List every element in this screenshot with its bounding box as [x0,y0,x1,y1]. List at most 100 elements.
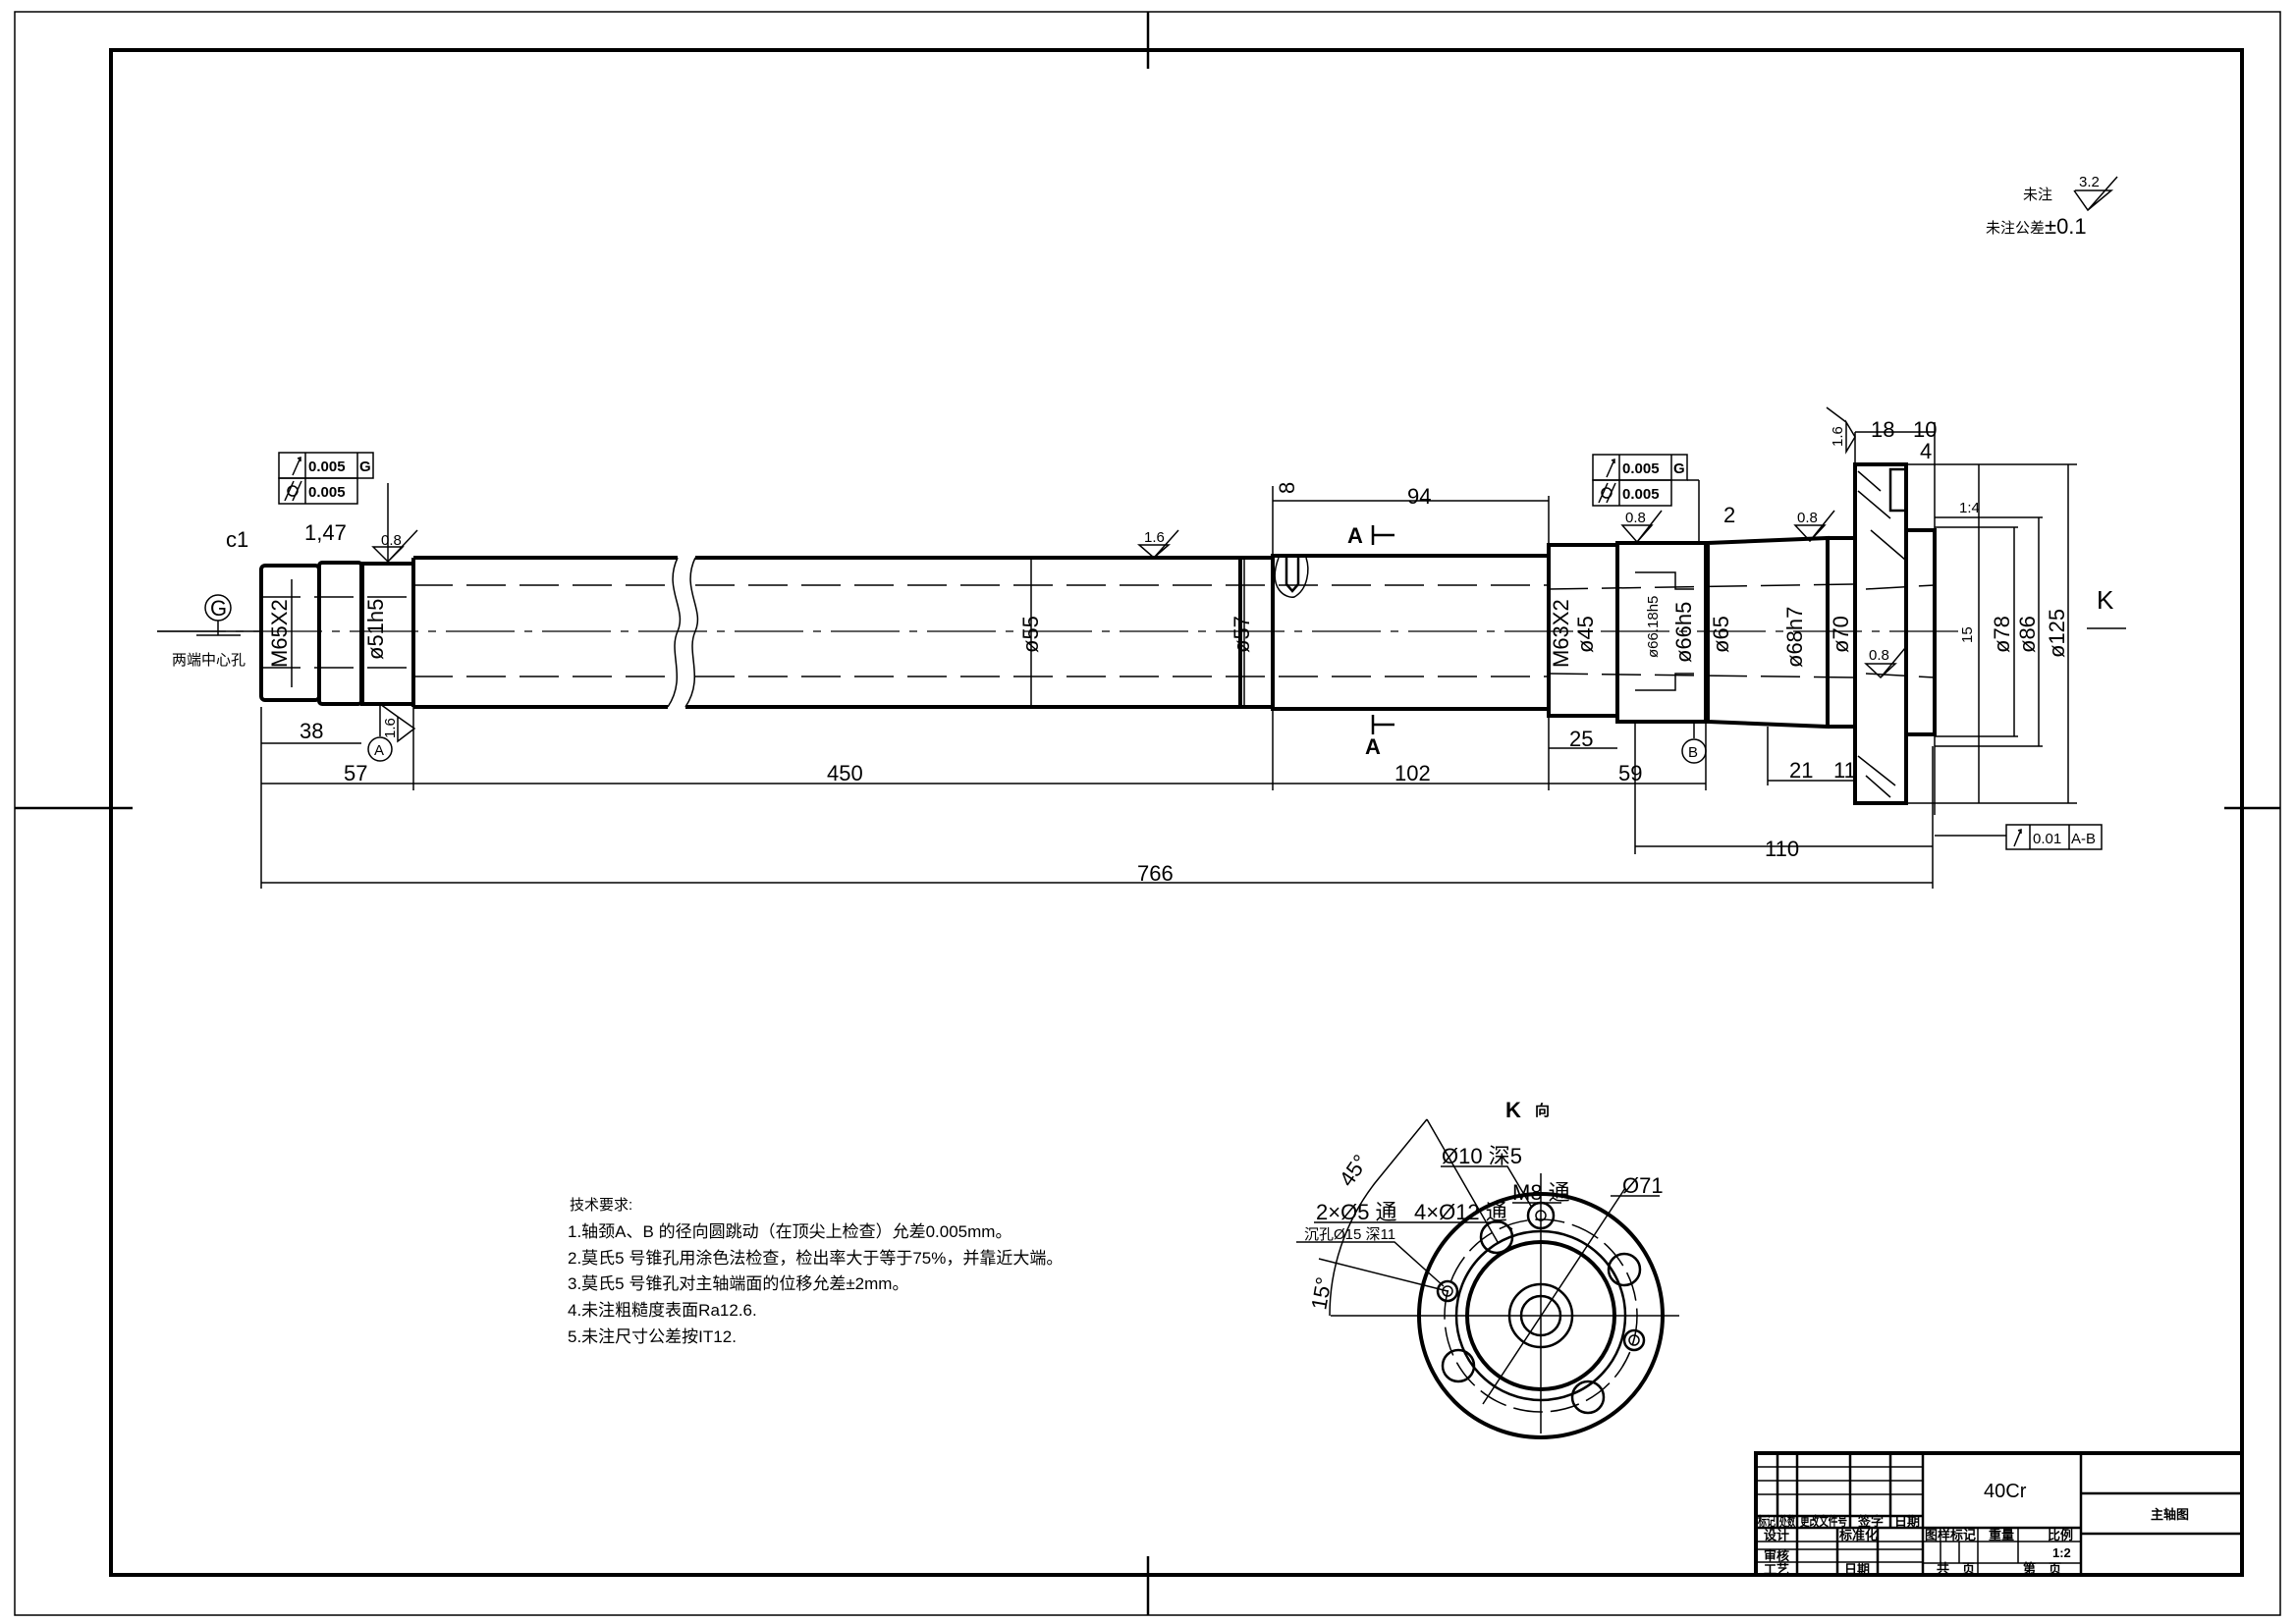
dim-d57: ø57 [1230,616,1254,653]
k-view-holes-5: 2×Ø5 通 [1316,1200,1397,1224]
section-label-top: A [1347,523,1363,548]
roughness-value: 0.8 [1869,647,1889,664]
dim-d78: ø78 [1990,616,2014,653]
tolerance-note-label: 未注公差 [1986,220,2045,237]
k-view-hole-10: Ø10 深5 [1442,1144,1522,1168]
tech-req-item: 4.未注粗糙度表面Ra12.6. [568,1301,757,1320]
dim-102: 102 [1394,761,1431,785]
tech-req-item: 2.莫氏5 号锥孔用涂色法检查，检出率大于等于75%，并靠近大端。 [568,1249,1063,1268]
runout-icon [1606,458,1615,478]
view-k-arrow-label: K [2097,585,2114,615]
scale-value: 1:2 [2052,1545,2071,1560]
label-total: 共 页 [1937,1561,1975,1576]
datum-markers: G 两端中心孔 A B [172,594,1707,764]
center-hole-note: 两端中心孔 [172,652,246,669]
tech-req-item: 5.未注尺寸公差按IT12. [568,1327,737,1346]
shaft-main-view [157,462,1964,805]
dim-110: 110 [1765,837,1799,861]
dim-21: 21 [1789,758,1813,783]
dim-15: 15 [1959,626,1976,643]
gdt-cylindricity-value: 0.005 [308,484,346,501]
centering-marks [15,12,2280,1615]
dimension-labels: c1 1,47 M65X2 ø51h5 38 57 450 ø55 ø57 8 … [226,417,2069,886]
dim-d55: ø55 [1018,616,1043,653]
dim-c1: c1 [226,527,248,552]
roughness-icon [1136,529,1179,559]
gdt-cylindricity-value: 0.005 [1622,486,1660,503]
dim-25: 25 [1569,727,1593,751]
cylindricity-icon [284,480,302,502]
runout-icon [292,456,301,476]
dim-m65x2: M65X2 [267,599,292,668]
dim-450: 450 [827,761,863,785]
roughness-value: 0.8 [1797,510,1818,526]
label-date: 日期 [1894,1514,1920,1529]
dim-d68h7: ø68h7 [1782,607,1807,668]
tech-req-title: 技术要求: [570,1197,632,1214]
surface-note-label: 未注 [2023,187,2052,203]
dim-38: 38 [300,719,323,743]
gdt-datum: G [1673,460,1685,477]
surface-note-value: 3.2 [2079,174,2100,190]
label-standard: 标准化 [1838,1528,1878,1542]
tech-req-item: 3.莫氏5 号锥孔对主轴端面的位移允差±2mm。 [568,1274,908,1293]
dim-57: 57 [344,761,367,785]
dim-2: 2 [1723,503,1735,527]
label-review: 审核 [1764,1548,1789,1563]
gdt-runout-value: 0.005 [1622,460,1660,477]
label-process: 工艺 [1764,1562,1789,1577]
tolerance-note-value: ±0.1 [2045,214,2087,239]
roughness-value: 0.8 [1625,510,1646,526]
drawing-name: 主轴图 [2151,1507,2189,1522]
roughness-symbol-icon [2073,176,2118,212]
general-notes: 未注 3.2 未注公差 ±0.1 [1986,174,2118,239]
dimension-lines [157,422,2126,889]
dim-94: 94 [1407,484,1431,509]
k-view-title: K [1505,1098,1521,1122]
label-drawing-mark: 图样标记 [1925,1528,1976,1542]
dim-766: 766 [1137,861,1174,886]
k-view: K 向 45° 15° Ø10 深5 M8 通 Ø71 2×Ø5 通 4×Ø12… [1296,1098,1679,1439]
roughness-symbols: 0.8 1.6 0.8 0.8 0.8 1.6 1.6 [371,406,1906,743]
datum-b: B [1688,744,1698,761]
label-count: 处数 [1778,1514,1795,1529]
k-view-d71: Ø71 [1622,1173,1664,1198]
roughness-icon [1793,510,1835,543]
label-design: 设计 [1764,1528,1789,1542]
tech-req-item: 1.轴颈A、B 的径向圆跳动（在顶尖上检查）允差0.005mm。 [568,1222,1011,1241]
outer-border [14,11,2281,1616]
gdt-frame-flange: 0.01 A-B [2005,824,2103,850]
roughness-value: 1.6 [1830,426,1846,447]
k-view-angle-15: 15° [1306,1275,1336,1312]
roughness-value: 1.6 [382,718,399,738]
gdt-runout-value: 0.01 [2033,831,2061,847]
dim-d70: ø70 [1829,616,1853,653]
dim-d65: ø65 [1709,616,1733,653]
label-sheet: 第 页 [2023,1561,2061,1576]
dim-59: 59 [1618,761,1642,785]
k-view-title-suffix: 向 [1535,1102,1550,1119]
dim-d66h5: ø66h5 [1671,602,1696,663]
technical-requirements: 技术要求: 1.轴颈A、B 的径向圆跳动（在顶尖上检查）允差0.005mm。 2… [568,1197,1063,1346]
roughness-icon [1620,510,1663,544]
dim-1-47: 1,47 [304,520,347,545]
roughness-value: 1.6 [1144,529,1165,546]
roughness-value: 0.8 [381,532,402,549]
roughness-icon [1864,647,1906,679]
label-change-doc: 更改文件号 [1800,1514,1847,1529]
dim-m63x2: M63X2 [1549,599,1573,668]
dim-4: 4 [1920,439,1932,463]
k-view-m8: M8 通 [1512,1180,1570,1205]
dim-8: 8 [1275,482,1299,494]
k-view-counterbore: 沉孔Ø15 深11 [1304,1226,1395,1243]
dim-10: 10 [1913,417,1937,442]
gdt-runout-value: 0.005 [308,459,346,475]
cylindricity-icon [1598,482,1616,504]
gdt-datum: A-B [2071,831,2096,847]
dim-taper: 1:4 [1959,500,1980,516]
datum-g: G [210,596,227,621]
dim-d51h5: ø51h5 [363,599,388,660]
label-date2: 日期 [1844,1562,1870,1577]
gdt-datum: G [359,459,371,475]
